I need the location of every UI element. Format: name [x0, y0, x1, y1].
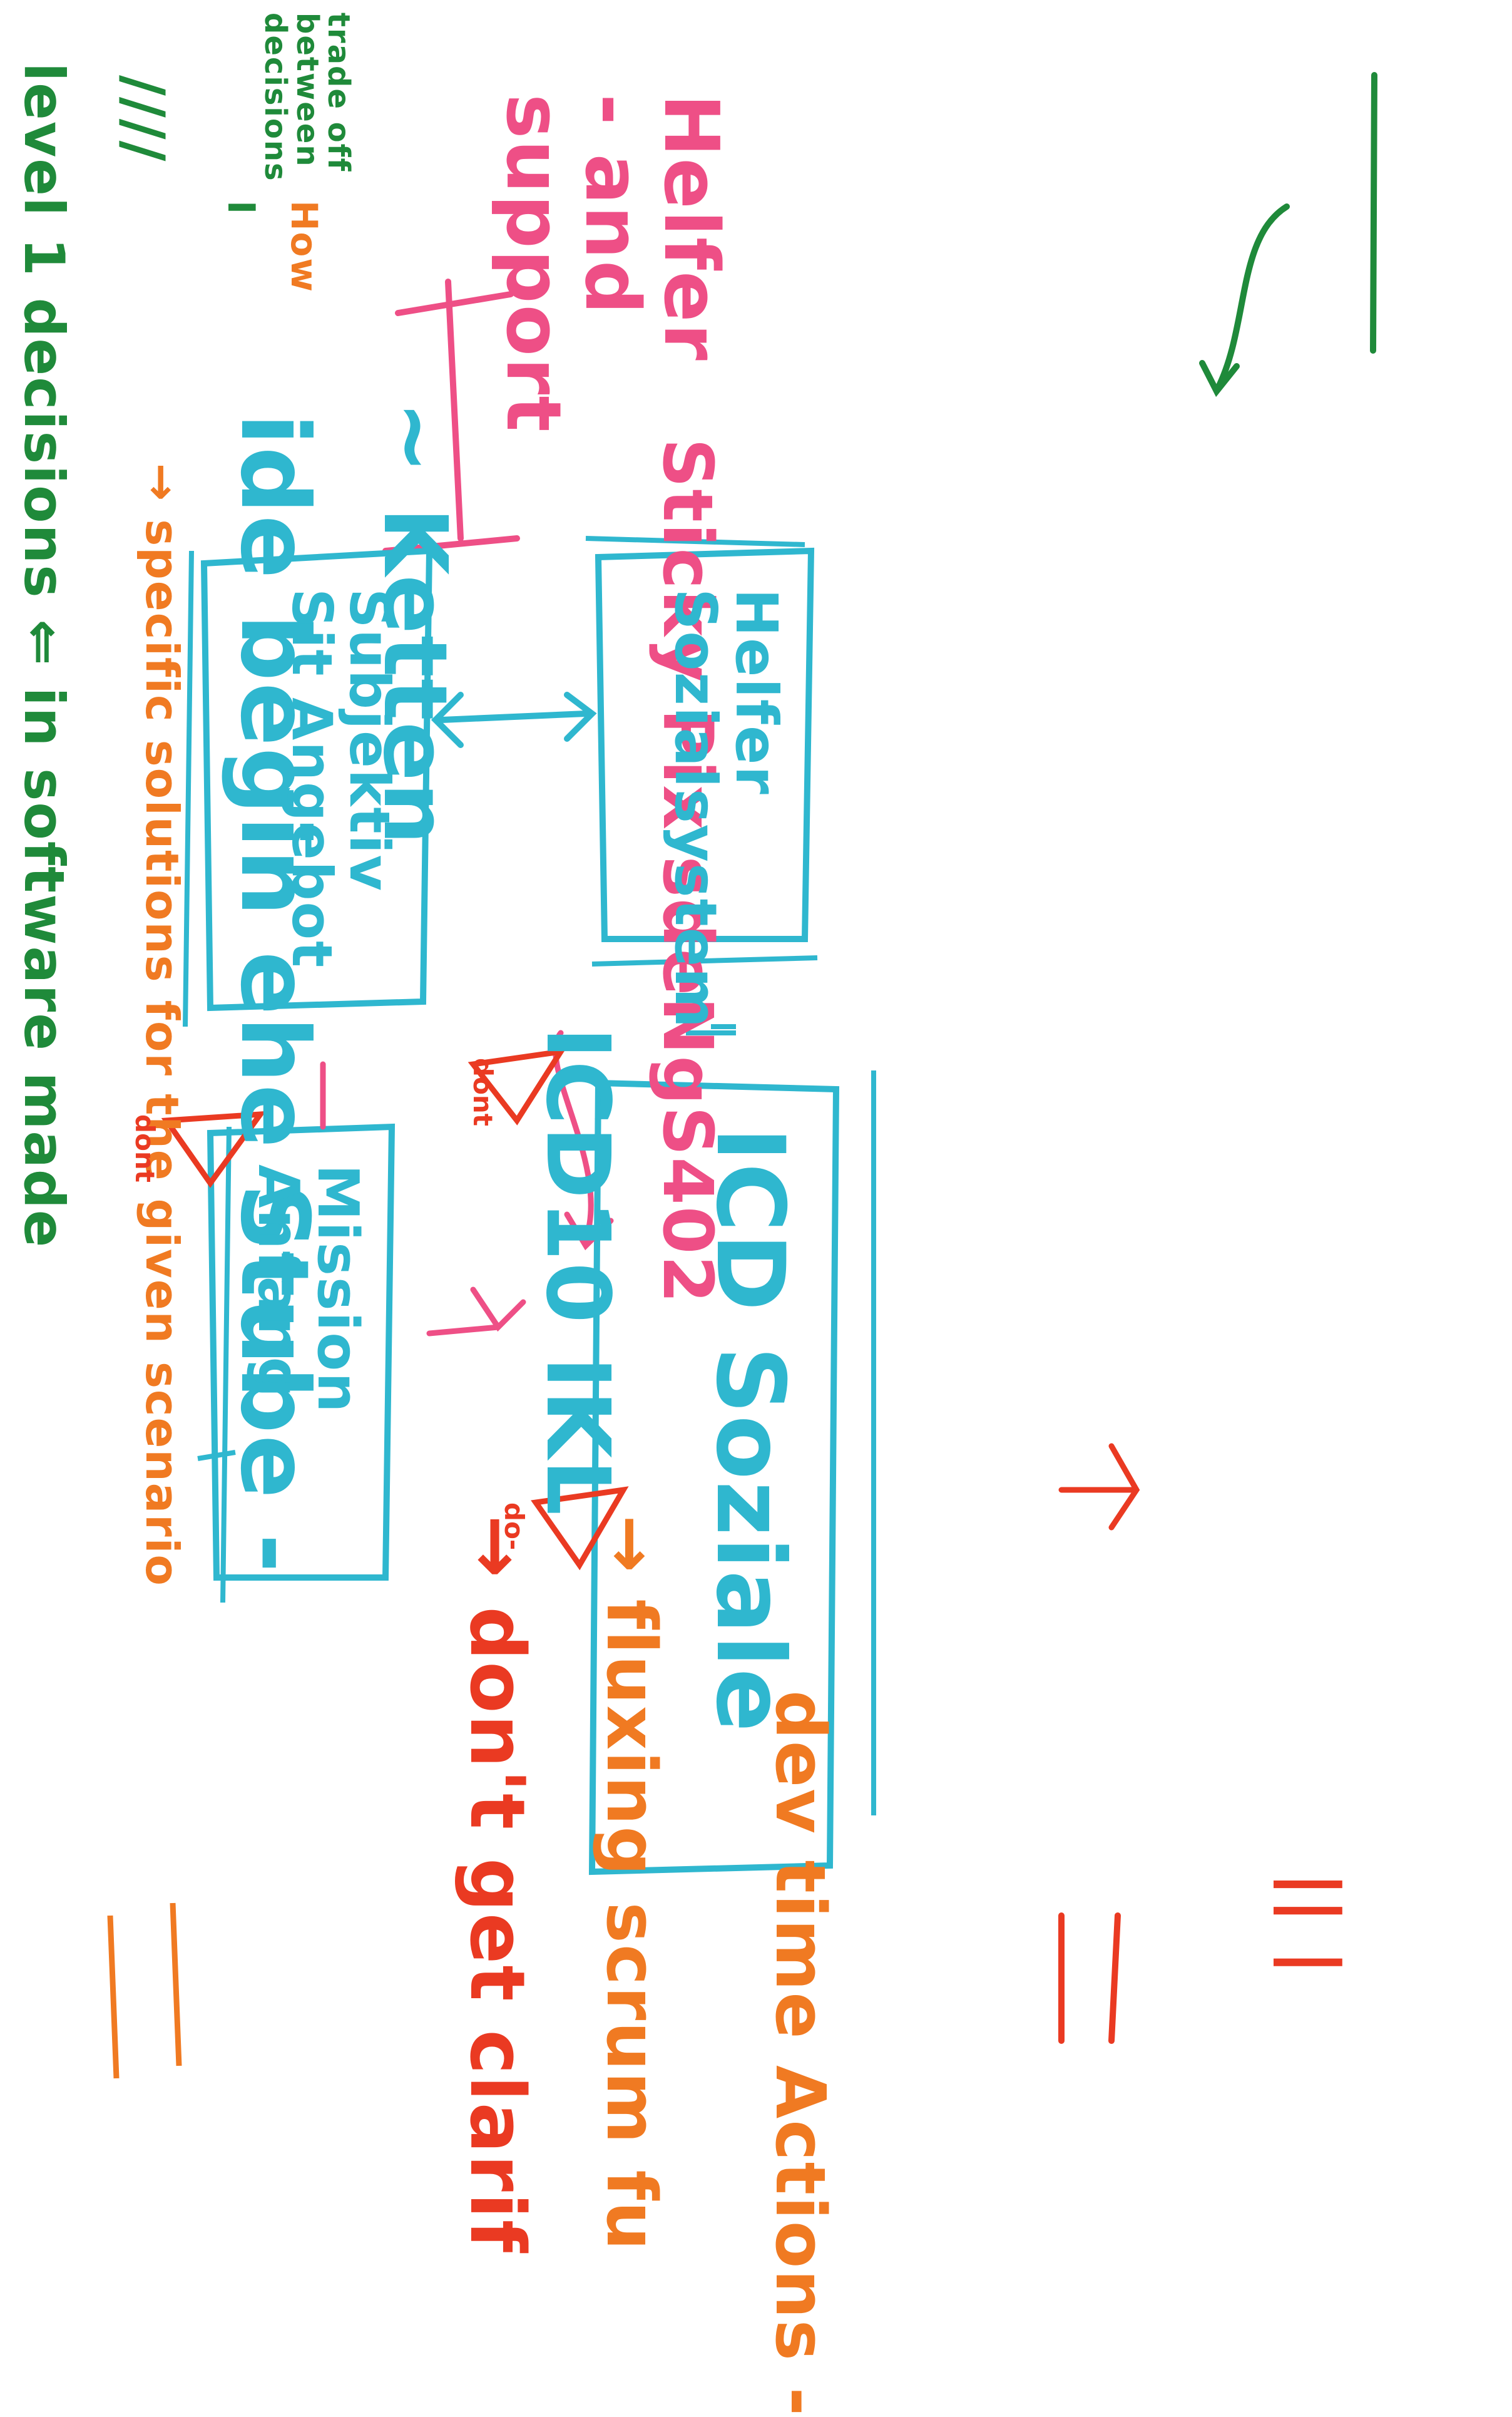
trade-off-sign: I [219, 200, 263, 216]
pink-bracket [382, 279, 520, 554]
fluxing-note: → fluxing scrum fu [591, 1515, 672, 2252]
orange-tally-2 [107, 1902, 182, 2079]
top-line-note: level 1 decisions ⇐ in software made [12, 63, 76, 1249]
helfer-note: Helfer - and support [489, 94, 734, 433]
helper-box-label: Helfer Sozialsystem [662, 588, 790, 1029]
warning-triangle-3 [531, 1486, 629, 1571]
warning-triangle-1 [467, 1048, 567, 1126]
subject-box-tail [183, 550, 194, 1027]
green-arrowhead [1199, 360, 1240, 398]
pink-arrow-to-icd [426, 1286, 526, 1337]
green-underline [1370, 72, 1377, 354]
red-arrow [1058, 1443, 1140, 1531]
icd-note: ICD10 IKL [526, 1027, 628, 1517]
subject-box-label: Subjektiv Sit Angebot [279, 588, 402, 969]
sketch-page: level 1 decisions ⇐ in software made ///… [12, 13, 1377, 2417]
icd-underline [686, 1024, 736, 1035]
pink-curve-head [564, 1211, 614, 1251]
pink-curve-to-icd [553, 1030, 594, 1243]
mission-box-label: Mission Anfang [245, 1164, 371, 1414]
tally-bottom: || | [1274, 1872, 1354, 1976]
mission-box-outline [207, 1123, 396, 1581]
helper-box-outline [595, 547, 815, 942]
dont-get-note: → don't get clarif [453, 1515, 540, 2254]
helper-box-tail [585, 536, 818, 967]
double-arrow [431, 692, 597, 748]
icd-box-outline [588, 1079, 840, 1876]
icd-box-label: ICD Soziale [695, 1127, 804, 1733]
orange-tally [1058, 1912, 1121, 2044]
warning-label-1: dont [467, 1058, 498, 1126]
how-note: How [283, 200, 325, 293]
top-marks: //// [111, 75, 176, 163]
warning-label-2: dont [130, 1114, 160, 1183]
warning-triangle-2 [161, 1111, 267, 1188]
specific-note: → specific solutions for the given scena… [136, 463, 188, 1587]
subject-box-outline [200, 547, 433, 1012]
green-curved-arrow [1215, 203, 1290, 391]
warning-label-3: do- [499, 1502, 529, 1551]
sketch-strokes [107, 72, 1377, 2079]
rotated-sketch-canvas: level 1 decisions ⇐ in software made ///… [12, 13, 1377, 2417]
mission-box-tail [197, 1126, 236, 1603]
